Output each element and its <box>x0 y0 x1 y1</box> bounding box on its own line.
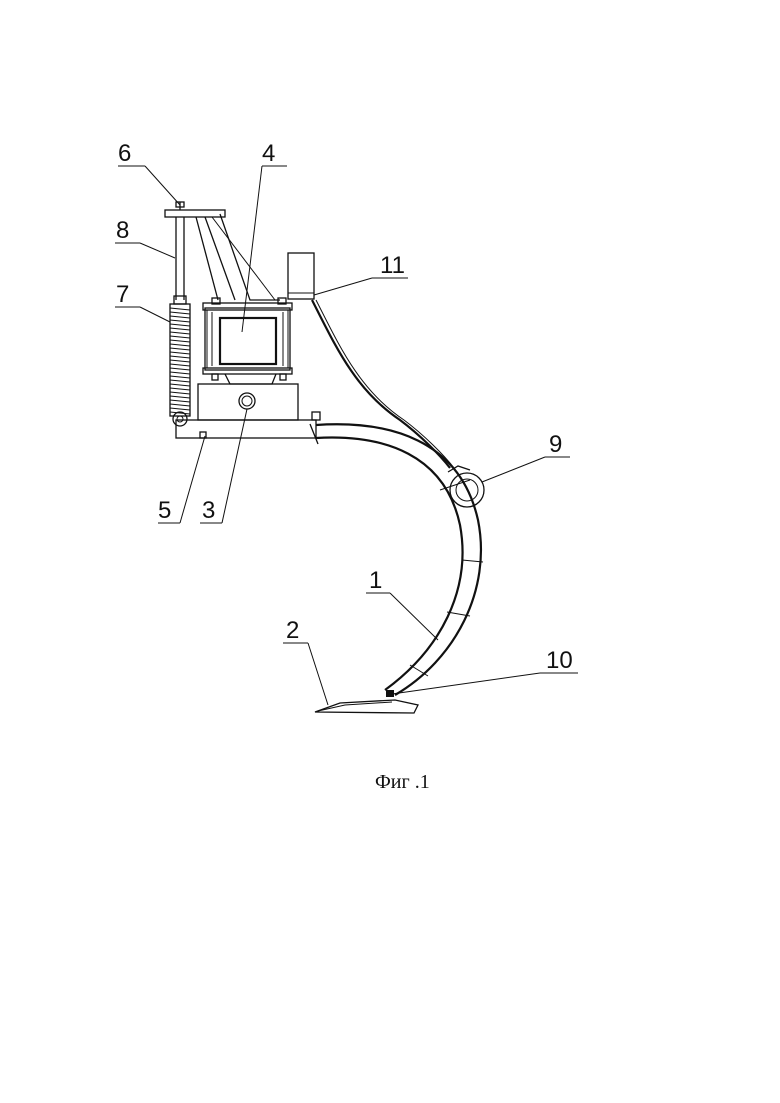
spring-coil <box>170 340 190 342</box>
label-9: 9 <box>549 431 562 458</box>
spring-coil <box>170 336 190 338</box>
label-3: 3 <box>202 497 215 524</box>
spring <box>170 304 190 416</box>
spring-hook-inner <box>177 416 183 422</box>
figure-caption: Фиг .1 <box>375 771 430 793</box>
share <box>315 700 418 713</box>
spring-coil <box>170 308 190 310</box>
spring-coil <box>170 324 190 326</box>
spring-coil <box>170 348 190 350</box>
curved-shank <box>310 424 483 695</box>
spring-coil <box>170 396 190 398</box>
pivot-block <box>198 384 298 420</box>
spring-coil <box>170 356 190 358</box>
spring-coil <box>170 312 190 314</box>
label-6: 6 <box>118 140 131 167</box>
spring-coil <box>170 344 190 346</box>
spring-coil <box>170 332 190 334</box>
spring-coil <box>170 392 190 394</box>
spring-coil <box>170 404 190 406</box>
spring-coil <box>170 368 190 370</box>
spring-coil <box>170 388 190 390</box>
spring-hook <box>173 412 187 426</box>
label-4: 4 <box>262 140 275 167</box>
spring-coil <box>170 328 190 330</box>
spring-coil <box>170 320 190 322</box>
top-plate <box>165 202 280 300</box>
sensor-frame <box>203 298 292 384</box>
label-2: 2 <box>286 617 299 644</box>
cable-outline <box>316 300 454 468</box>
label-8: 8 <box>116 217 129 244</box>
label-10: 10 <box>546 647 573 674</box>
spring-coil <box>170 360 190 362</box>
spring-coil <box>170 364 190 366</box>
label-7: 7 <box>116 281 129 308</box>
spring-coil <box>170 376 190 378</box>
spring-coil <box>170 400 190 402</box>
spring-coil <box>170 408 190 410</box>
label-1: 1 <box>369 567 382 594</box>
rod <box>174 217 186 304</box>
spring-coil <box>170 352 190 354</box>
label-5: 5 <box>158 497 171 524</box>
label-11: 11 <box>380 252 405 279</box>
spring-coil <box>170 384 190 386</box>
spring-coil <box>170 380 190 382</box>
sensor-box-11 <box>288 253 314 299</box>
spring-coil <box>170 372 190 374</box>
spring-coil <box>170 316 190 318</box>
